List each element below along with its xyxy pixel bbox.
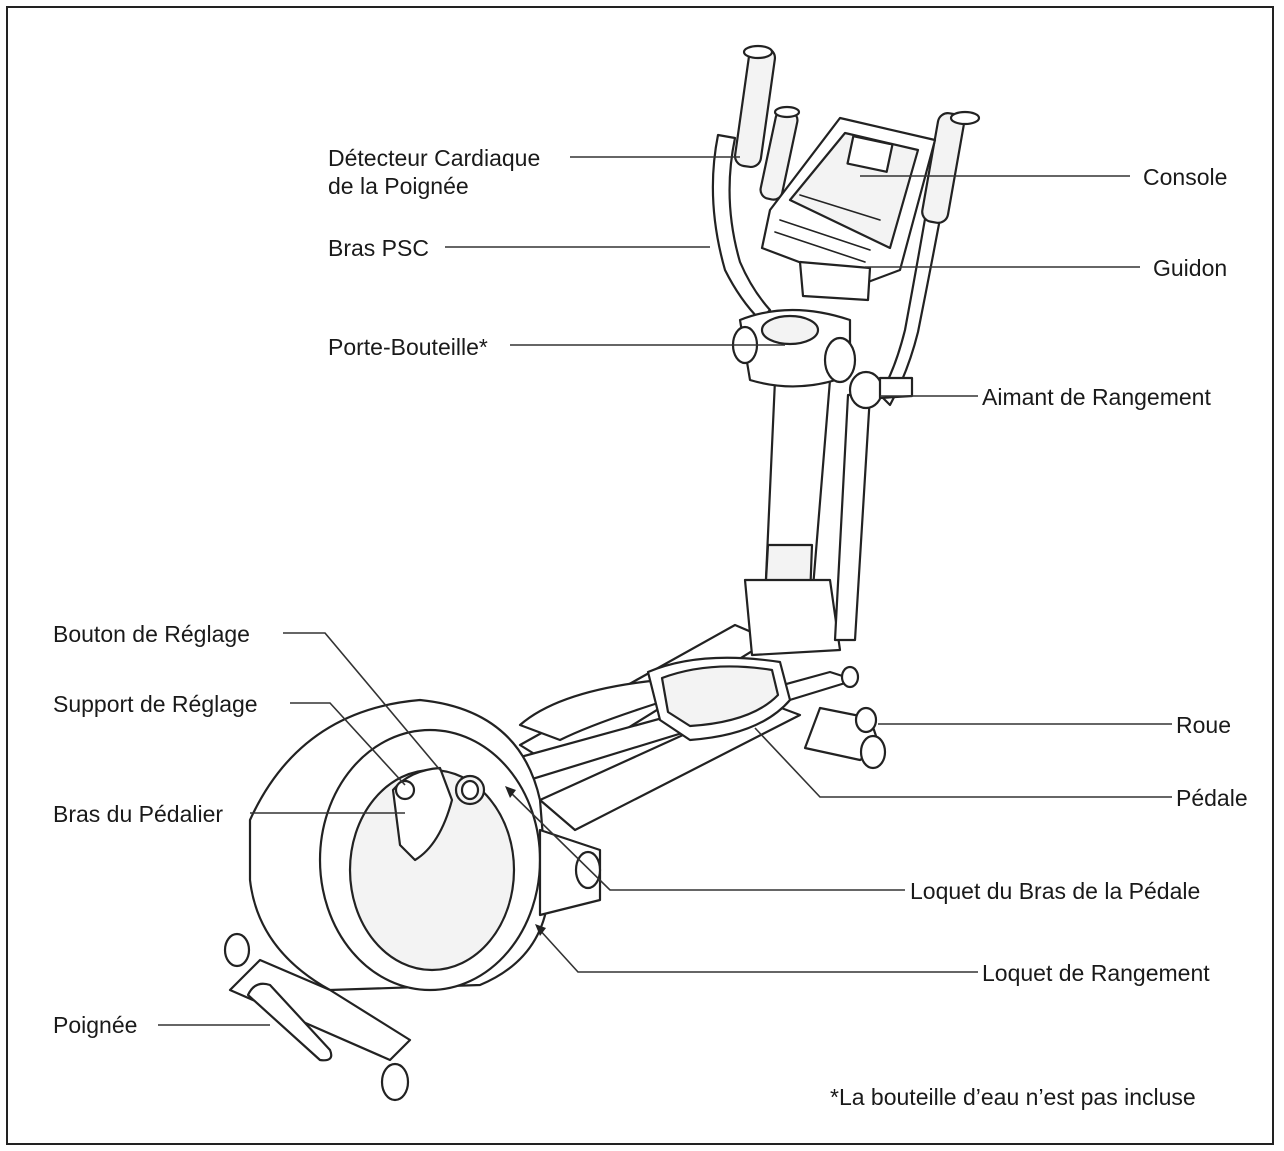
crank-arm bbox=[391, 766, 486, 862]
rear-stabilizer bbox=[803, 706, 887, 770]
leader-loquet-rangement bbox=[537, 927, 978, 973]
bottle-holder bbox=[731, 308, 914, 410]
footnote: *La bouteille d’eau n’est pas incluse bbox=[830, 1084, 1196, 1110]
label-bouton-reglage: Bouton de Réglage bbox=[53, 621, 250, 647]
arrowhead-loquet-bras bbox=[505, 786, 516, 798]
label-loquet-bras-pedale: Loquet du Bras de la Pédale bbox=[910, 878, 1201, 904]
label-aimant-rangement: Aimant de Rangement bbox=[982, 384, 1211, 410]
console-assembly bbox=[760, 116, 937, 302]
upright-mast bbox=[743, 378, 842, 657]
label-detecteur-cardiaque-line1: Détecteur Cardiaque bbox=[328, 145, 541, 171]
leader-bouton-reglage bbox=[283, 632, 441, 771]
label-loquet-rangement: Loquet de Rangement bbox=[982, 960, 1210, 986]
label-poignee: Poignée bbox=[53, 1012, 138, 1038]
label-pedale: Pédale bbox=[1176, 785, 1248, 811]
label-porte-bouteille: Porte-Bouteille* bbox=[328, 334, 488, 360]
label-bras-psc: Bras PSC bbox=[328, 235, 429, 261]
label-detecteur-cardiaque-line2: de la Poignée bbox=[328, 173, 469, 199]
label-bras-pedalier: Bras du Pédalier bbox=[53, 801, 224, 827]
label-support-reglage: Support de Réglage bbox=[53, 691, 258, 717]
pedal bbox=[646, 656, 792, 742]
label-guidon: Guidon bbox=[1153, 255, 1228, 281]
arrowhead-loquet-rangement bbox=[535, 924, 546, 936]
leader-support-reglage bbox=[290, 702, 406, 786]
leader-loquet-bras-pedale bbox=[507, 789, 905, 891]
psc-arms bbox=[711, 44, 981, 642]
front-base bbox=[223, 932, 412, 1102]
label-roue: Roue bbox=[1176, 712, 1231, 738]
label-console: Console bbox=[1143, 164, 1228, 190]
leader-lines bbox=[158, 156, 1172, 1026]
leader-pedale bbox=[754, 727, 1172, 798]
diagram-frame bbox=[6, 6, 1274, 1145]
